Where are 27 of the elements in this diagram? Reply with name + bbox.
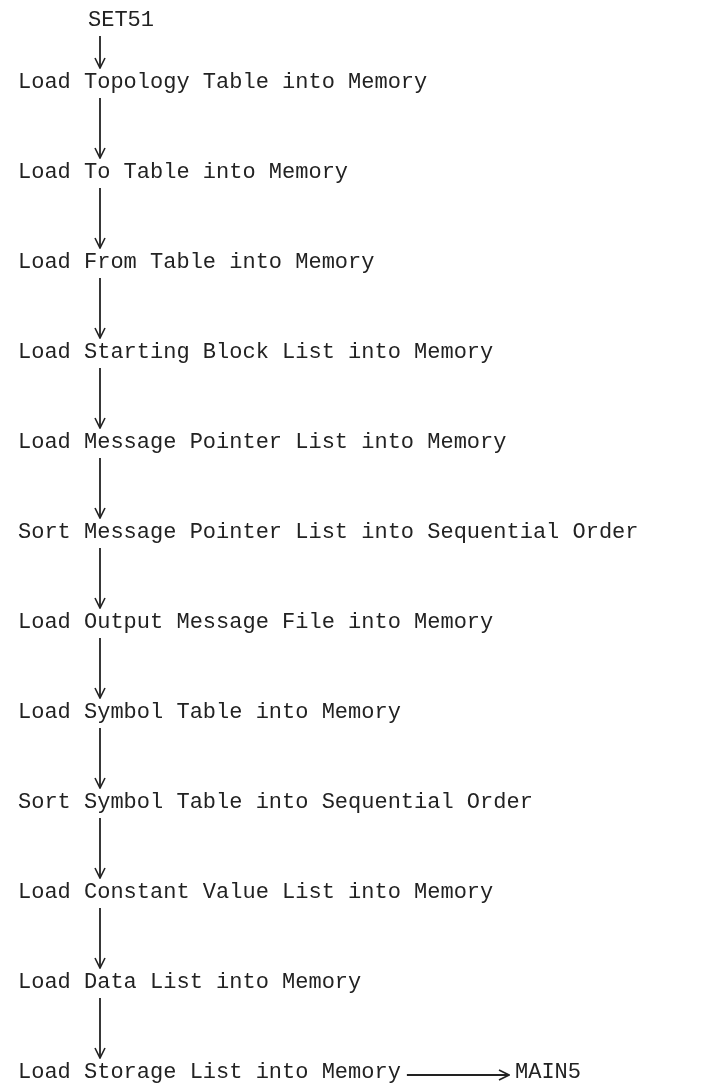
arrow — [94, 727, 106, 789]
step-text: Load Symbol Table into Memory — [18, 700, 401, 726]
step-text: Load Output Message File into Memory — [18, 610, 494, 636]
step-text: Sort Symbol Table into Sequential Order — [18, 790, 533, 816]
arrow — [94, 97, 106, 159]
arrow — [94, 817, 106, 879]
step-text: MAIN5 — [515, 1060, 581, 1086]
arrow — [94, 547, 106, 609]
arrow — [94, 907, 106, 969]
arrow — [94, 997, 106, 1059]
arrow — [94, 457, 106, 519]
step-text: Load To Table into Memory — [18, 160, 349, 186]
step-text: Load From Table into Memory — [18, 250, 375, 276]
step-text: Load Starting Block List into Memory — [18, 340, 494, 366]
step-text: SET51 — [88, 8, 154, 34]
step-text: Load Message Pointer List into Memory — [18, 430, 507, 456]
arrow — [94, 367, 106, 429]
arrow — [94, 35, 106, 69]
arrow — [94, 187, 106, 249]
step-text: Load Storage List into Memory — [18, 1060, 401, 1086]
arrow — [94, 277, 106, 339]
arrow — [406, 1069, 510, 1081]
arrow — [94, 637, 106, 699]
step-text: Load Constant Value List into Memory — [18, 880, 494, 906]
step-text: Load Data List into Memory — [18, 970, 362, 996]
step-text: Sort Message Pointer List into Sequential Order — [18, 520, 639, 546]
step-text: Load Topology Table into Memory — [18, 70, 428, 96]
